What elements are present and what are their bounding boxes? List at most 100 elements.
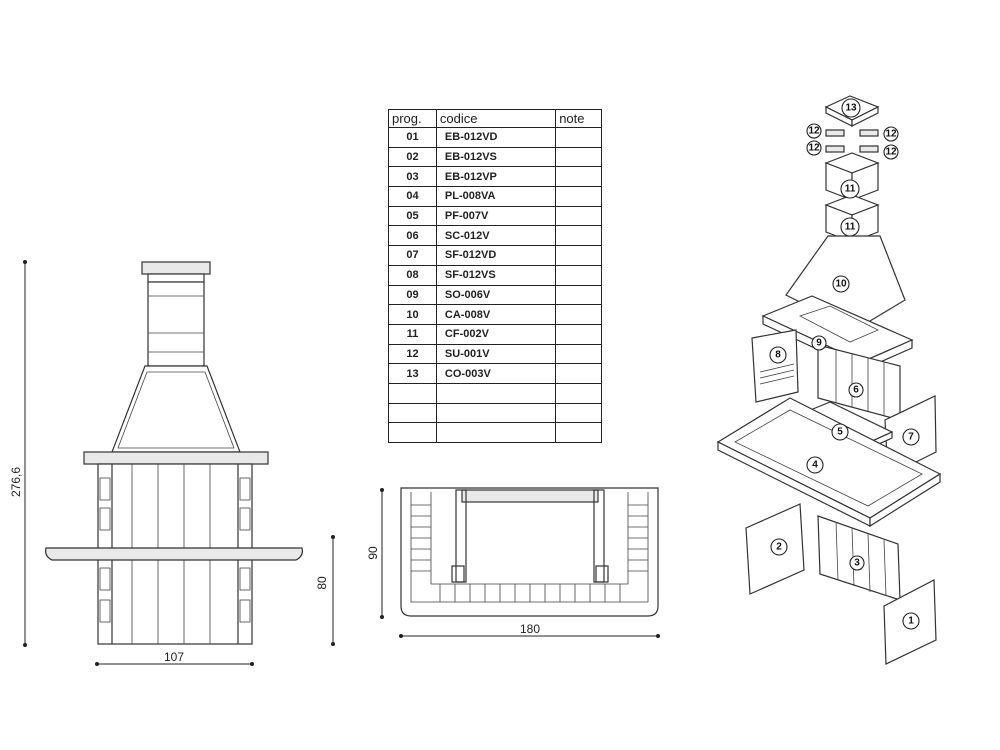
cell-codice: EB-012VP [435,166,557,188]
cell-prog: 01 [388,127,437,148]
svg-text:10: 10 [835,279,847,290]
cell-prog [388,422,437,443]
cell-note [555,127,602,148]
part-badge-9: 9 [811,335,827,351]
cell-prog: 10 [388,304,437,325]
hood [111,365,241,453]
cell-note [555,186,602,207]
cell-prog: 06 [388,225,437,247]
cell-note [555,146,602,168]
front-shelf [45,547,303,561]
svg-text:12: 12 [885,147,897,158]
svg-text:12: 12 [808,126,820,137]
part-badge-12d: 12 [883,144,899,160]
part-badge-12b: 12 [883,126,899,142]
part-badge-11b: 11 [840,217,860,237]
part-badge-11a: 11 [840,179,860,199]
part-badge-6: 6 [848,382,864,398]
top-slab [83,451,269,465]
svg-text:4: 4 [812,460,818,471]
svg-text:1: 1 [908,616,914,627]
part-badge-13: 13 [841,98,861,118]
cell-codice: SO-006V [435,284,557,306]
exploded-view [716,95,942,665]
cell-prog: 09 [388,284,437,306]
cell-prog: 05 [388,205,437,227]
cell-prog: 04 [388,186,437,207]
part-badge-4: 4 [806,456,824,474]
cell-note [555,304,602,325]
plan-view [400,487,659,617]
part-badge-1: 1 [902,612,920,630]
table-header-row: prog. codice note [388,109,602,128]
cell-codice [435,402,557,424]
chimney-flue [147,281,205,367]
svg-text:13: 13 [845,103,857,114]
cell-prog: 12 [388,343,437,365]
cell-codice: CF-002V [435,323,557,345]
cell-codice [435,422,557,443]
cell-note [555,422,602,443]
dim-shelf-height: 80 [315,576,329,590]
cell-codice [435,382,557,404]
svg-text:2: 2 [776,542,782,553]
table-row [388,402,602,424]
header-prog: prog. [388,109,437,128]
header-codice: codice [435,109,557,128]
cell-note [555,402,602,424]
cell-prog: 02 [388,146,437,168]
cell-note [555,323,602,345]
cell-prog: 08 [388,264,437,286]
part-badge-8: 8 [769,346,787,364]
dim-total-height: 276,6 [9,467,23,497]
cell-note [555,363,602,384]
svg-text:8: 8 [775,350,781,361]
cell-codice: SF-012VD [435,245,557,266]
cell-prog: 03 [388,166,437,188]
cell-prog [388,402,437,424]
part-badge-7: 7 [902,428,920,446]
svg-text:9: 9 [816,338,822,349]
cell-note [555,205,602,227]
cell-prog [388,382,437,404]
part-badge-12c: 12 [806,140,822,156]
part-badge-2: 2 [770,538,788,556]
dim-width-front: 107 [164,650,184,664]
cell-codice: PF-007V [435,205,557,227]
cell-codice: EB-012VD [435,127,557,148]
svg-text:11: 11 [845,222,856,233]
dim-depth: 90 [366,546,380,560]
svg-text:7: 7 [908,432,914,443]
part-badge-3: 3 [849,555,865,571]
cell-note [555,225,602,247]
svg-text:12: 12 [885,129,897,140]
cell-note [555,166,602,188]
cell-note [555,382,602,404]
cell-prog: 07 [388,245,437,266]
cell-codice: CO-003V [435,363,557,384]
svg-text:11: 11 [845,184,856,195]
cell-note [555,343,602,365]
dim-width-plan: 180 [520,622,540,636]
cell-note [555,264,602,286]
header-note: note [555,109,602,128]
cell-codice: CA-008V [435,304,557,325]
part-badge-12a: 12 [806,123,822,139]
cell-note [555,284,602,306]
table-row [388,422,602,443]
svg-text:5: 5 [837,427,843,438]
part-badge-10: 10 [832,275,850,293]
